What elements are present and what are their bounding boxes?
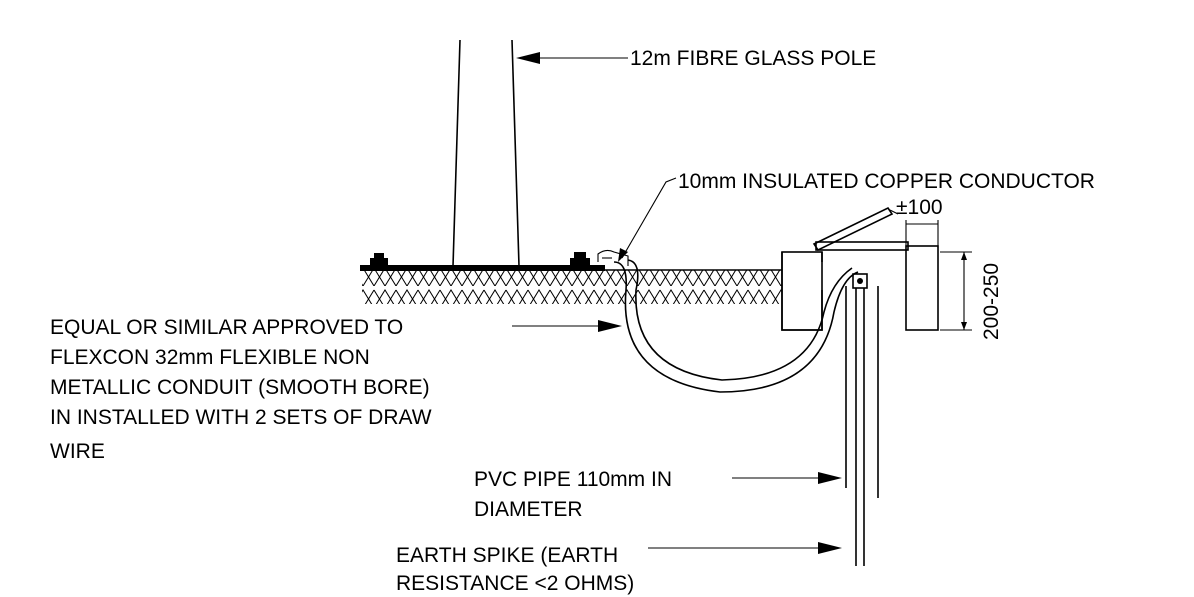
label-conduit-line-5: WIRE <box>50 440 105 463</box>
depth-dimension <box>940 251 972 331</box>
dimension-depth-label: 200-250 <box>980 263 1003 340</box>
anchor-bolt-right <box>570 252 590 266</box>
leader-earth-spike <box>648 542 842 554</box>
label-conduit-line-4: IN INSTALLED WITH 2 SETS OF DRAW <box>50 406 432 429</box>
inspection-chamber <box>781 206 939 331</box>
label-pvc-line-1: PVC PIPE 110mm IN <box>474 468 672 491</box>
leader-conductor <box>618 177 677 262</box>
offset-dimension <box>889 209 939 248</box>
label-conduit-line-3: METALLIC CONDUIT (SMOOTH BORE) <box>50 376 430 399</box>
pvc-pipe <box>845 286 879 498</box>
pole-base-plate <box>360 265 605 271</box>
dimension-offset-label: ±100 <box>896 196 943 219</box>
label-pvc-line-2: DIAMETER <box>474 498 583 521</box>
label-conduit-line-1: EQUAL OR SIMILAR APPROVED TO <box>50 316 403 339</box>
label-spike-line-1: EARTH SPIKE (EARTH <box>396 544 618 567</box>
label-spike-line-2: RESISTANCE <2 OHMS) <box>396 572 634 595</box>
fibre-glass-pole <box>452 39 520 267</box>
anchor-bolt-left <box>370 253 388 266</box>
ground-soil <box>362 269 782 304</box>
label-conduit-line-2: FLEXCON 32mm FLEXIBLE NON <box>50 346 370 369</box>
label-earth-spike: EARTH SPIKE (EARTH RESISTANCE <2 OHMS) <box>396 544 634 595</box>
label-conductor: 10mm INSULATED COPPER CONDUCTOR <box>678 170 1095 193</box>
conductor-lug <box>597 249 629 266</box>
label-conduit: EQUAL OR SIMILAR APPROVED TO FLEXCON 32m… <box>50 316 432 463</box>
leader-pole <box>516 52 628 64</box>
leader-pvc-pipe <box>732 472 842 484</box>
earth-spike <box>852 273 868 566</box>
leader-conduit <box>512 320 622 332</box>
label-pvc-pipe: PVC PIPE 110mm IN DIAMETER <box>474 468 672 521</box>
label-pole: 12m FIBRE GLASS POLE <box>630 47 876 70</box>
flexible-conduit <box>613 259 859 393</box>
